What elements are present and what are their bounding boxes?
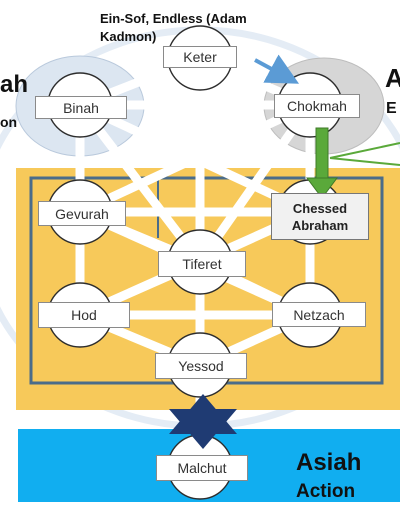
yessod-node: Yessod — [155, 353, 247, 379]
abraham-label: Abraham — [291, 217, 349, 233]
binah-node: Binah — [35, 96, 127, 119]
tiferet-node: Tiferet — [158, 251, 246, 277]
green-arrow — [306, 127, 338, 199]
left-world-subtitle-fragment: on — [0, 114, 18, 130]
star-of-david-icon — [169, 394, 237, 449]
hod-node: Hod — [38, 302, 130, 328]
green-line-1 — [329, 142, 400, 159]
gevurah-node: Gevurah — [38, 201, 126, 226]
ein-sof-label: Ein-Sof, Endless (Adam Kadmon) — [100, 11, 247, 44]
right-world-title-fragment: A — [385, 63, 400, 93]
right-world-subtitle-fragment: E — [386, 100, 397, 117]
chessed-node: Chessed Abraham — [271, 193, 369, 240]
malchut-node: Malchut — [156, 455, 248, 481]
chessed-label: Chessed — [292, 200, 348, 216]
green-line-2 — [329, 157, 400, 166]
asiah-title: Asiah — [296, 449, 362, 476]
keter-node: Keter — [163, 46, 237, 68]
netzach-node: Netzach — [272, 302, 366, 327]
blue-arrow — [254, 54, 300, 84]
left-world-title-fragment: ah — [0, 71, 29, 98]
asiah-subtitle: Action — [296, 481, 356, 502]
chokmah-node: Chokmah — [274, 94, 360, 118]
